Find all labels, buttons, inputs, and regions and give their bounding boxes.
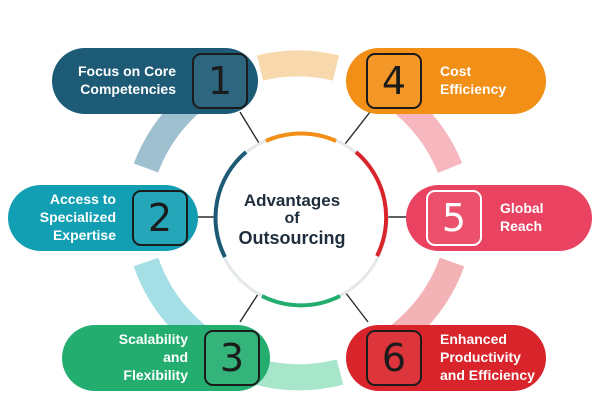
advantage-label-2-line-3: Expertise	[52, 226, 116, 243]
advantage-label-6-line-2: Productivity	[440, 349, 521, 366]
center-title-line-1: Advantages	[243, 191, 341, 211]
advantage-item-1: Focus on Core Competencies 1	[52, 48, 258, 114]
connector-4	[341, 111, 371, 149]
advantage-label-2-line-2: Specialized	[39, 209, 116, 226]
advantage-item-5: 5 Global Reach	[406, 185, 592, 251]
advantage-label-4: Cost Efficiency	[440, 48, 536, 114]
center-title: Advantages of Outsourcing	[212, 185, 372, 255]
inner-ring-arc-orange	[265, 131, 337, 143]
advantage-label-5-line-2: Reach	[500, 218, 543, 234]
advantage-label-1-line-1: Focus on Core	[77, 63, 176, 80]
advantage-label-6: Enhanced Productivity and Efficiency	[440, 325, 536, 391]
center-title-line-3: Outsourcing	[238, 228, 346, 249]
advantage-label-3-line-2: and	[163, 349, 188, 366]
advantage-label-2-line-1: Access to	[49, 191, 116, 208]
advantage-label-6-line-3: and Efficiency	[440, 366, 535, 383]
inner-ring-arc-teal	[213, 150, 248, 258]
center-title-line-2: of	[284, 210, 300, 228]
number-badge-1: 1	[192, 53, 248, 109]
advantage-label-3-line-3: Flexibility	[123, 366, 188, 383]
outer-ring-arc-bottom	[254, 359, 344, 391]
outer-ring-arc-top	[256, 50, 340, 81]
advantage-label-6-line-1: Enhanced	[440, 331, 507, 348]
advantage-label-1: Focus on Core Competencies	[68, 48, 176, 114]
number-badge-6: 6	[366, 330, 422, 386]
advantage-label-1-line-2: Competencies	[80, 81, 176, 97]
advantage-item-6: 6 Enhanced Productivity and Efficiency	[346, 325, 546, 391]
advantage-label-3-line-1: Scalability	[118, 331, 188, 348]
connector-1	[239, 111, 263, 149]
advantage-label-4-line-2: Efficiency	[440, 81, 507, 97]
inner-ring-arc-red	[354, 150, 389, 257]
number-badge-4: 4	[366, 53, 422, 109]
advantage-label-5-line-1: Global	[500, 200, 544, 217]
number-badge-2: 2	[132, 190, 188, 246]
advantage-item-3: Scalability and Flexibility 3	[62, 325, 270, 391]
inner-ring-arc-green	[261, 294, 341, 308]
advantage-label-3: Scalability and Flexibility	[78, 325, 188, 391]
advantage-item-2: Access to Specialized Expertise 2	[8, 185, 198, 251]
advantage-item-4: 4 Cost Efficiency	[346, 48, 546, 114]
number-badge-3: 3	[204, 330, 260, 386]
number-badge-5: 5	[426, 190, 482, 246]
advantage-label-5: Global Reach	[500, 185, 582, 251]
advantage-label-4-line-1: Cost	[440, 63, 472, 80]
advantage-label-2: Access to Specialized Expertise	[24, 185, 116, 251]
